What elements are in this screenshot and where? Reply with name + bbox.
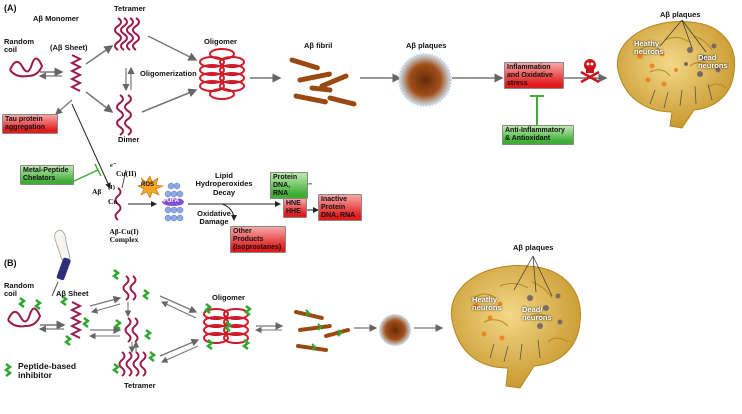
ab-sheet-a — [69, 54, 83, 92]
lipid-label: Lipid Hydroperoxides Decay — [195, 171, 253, 197]
protein-box: Protein DNA, RNA — [270, 172, 308, 200]
brain-b-dead-label: Dead/ neurons — [522, 305, 552, 323]
oligomerization-label: Oligomerization — [140, 69, 197, 78]
tetramer-b-label: Tetramer — [124, 381, 156, 390]
ab-i-label: Aβ — [92, 187, 102, 196]
brain-b-heathy-label: Heathy neurons — [472, 295, 502, 313]
electron-label: e⁻ — [110, 162, 117, 169]
panel-a-label: (A) — [4, 3, 17, 13]
ab-fibril-label: Aβ fibril — [304, 41, 333, 50]
cu-label: Cu — [108, 197, 118, 206]
tau-box: Tau protein aggregation — [2, 114, 58, 134]
ros-label: ROS — [141, 182, 155, 188]
other-products-box: Other Products (Isoprostanes) — [230, 226, 286, 254]
ab-sheet-b-label: Aβ Sheet — [56, 289, 89, 298]
brain-a-plaques-label: Aβ plaques — [660, 10, 701, 19]
ros-burst — [137, 175, 165, 199]
ab-plaque-a — [399, 54, 451, 106]
cu2-label: Cu(II) — [116, 169, 137, 178]
tetramer-label: Tetramer — [114, 4, 146, 13]
random-coil-a — [9, 57, 44, 78]
hne-box: HNE HHE — [283, 198, 307, 218]
brain-a-dead-label: Dead neurons — [698, 53, 728, 71]
brain-a — [616, 19, 736, 129]
i-label: (I) — [108, 184, 115, 191]
ab-fibril-a — [289, 57, 357, 107]
inactive-box: Inactive Protein DNA, RNA — [318, 194, 362, 222]
oligomer-b-label: Oligomer — [212, 293, 245, 302]
oligomer-a — [199, 48, 245, 100]
pufa-label: PUFA — [163, 198, 180, 204]
tetramer-a — [114, 17, 140, 51]
dimer-a — [116, 94, 132, 136]
ab-sheet-label: (Aβ Sheet) — [50, 43, 88, 52]
oligomer-label: Oligomer — [204, 37, 237, 46]
brain-b — [450, 255, 582, 389]
syringe-hand-icon — [51, 229, 71, 297]
brain-b-plaques-label: Aβ plaques — [513, 243, 554, 252]
inhibitor-legend-icon — [3, 363, 13, 377]
brain-a-heathy-label: Heathy neurons — [634, 39, 664, 57]
ab-plaques-label: Aβ plaques — [406, 41, 447, 50]
inhibitor-label: Peptide-based inhibitor — [18, 361, 77, 381]
complex-label: Aβ-Cu(I) Complex — [109, 227, 139, 245]
dimer-label: Dimer — [118, 135, 140, 144]
inflammation-box: Inflammation and Oxidative stress — [504, 62, 564, 90]
random-coil-b-label: Random coil — [4, 281, 34, 299]
ab-monomer-label: Aβ Monomer — [33, 14, 79, 23]
anti-inflammatory-box: Anti-Inflammatory & Antioxidant — [502, 125, 574, 145]
metal-chelators-box: Metal-Peptide Chelators — [20, 165, 74, 185]
oxidative-damage-label: Oxidative Damage — [197, 209, 231, 227]
random-coil-label: Random coil — [4, 37, 34, 55]
panel-b-label: (B) — [4, 258, 17, 268]
skull-icon — [580, 59, 600, 84]
